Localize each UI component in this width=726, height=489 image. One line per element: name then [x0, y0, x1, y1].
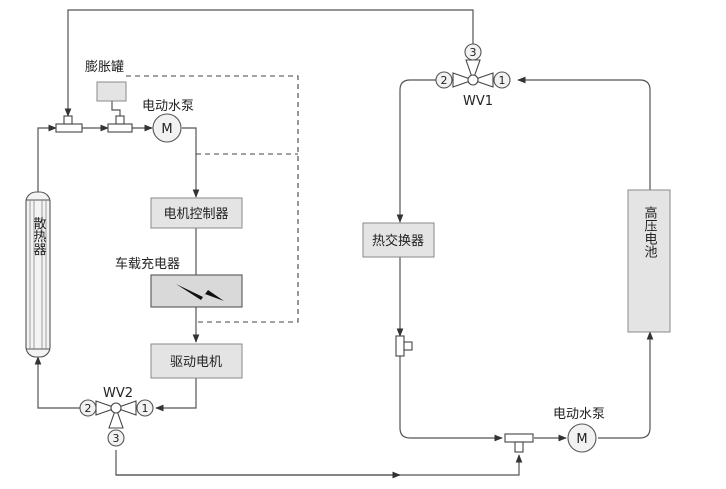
onboard-charger-label: 车载充电器 [115, 256, 180, 272]
vent-line-tank [126, 75, 299, 323]
pump-left-label: 电动水泵 [142, 99, 194, 114]
pump-right-label: 电动水泵 [553, 407, 605, 422]
pump-right [567, 423, 597, 453]
pipe-wv1-to-exchanger [396, 79, 437, 223]
radiator-label: 散热器 [31, 217, 47, 257]
motor-controller-box [150, 197, 243, 229]
pipe-wv2-to-right-tee [115, 450, 523, 476]
drive-motor-box [150, 343, 243, 379]
drive-motor-label: 驱动电机 [170, 355, 222, 370]
expansion-tank-label: 膨胀罐 [85, 60, 124, 75]
heat-exchanger-label: 热交换器 [372, 233, 424, 249]
wv1-label: WV1 [463, 94, 493, 109]
tee-expansion [107, 115, 133, 133]
hv-battery-label: 高压电池 [642, 205, 658, 258]
tee-left [55, 115, 83, 133]
heat-exchanger-box [362, 222, 435, 258]
pipe-radiator-to-tee [37, 124, 57, 192]
lightning-icon [176, 284, 224, 301]
radiator [25, 191, 51, 358]
pipe-pump-to-controller [182, 127, 200, 198]
wv2-port3: 3 [113, 432, 120, 445]
tee-side [395, 335, 413, 357]
tee-bottom [504, 433, 534, 453]
valve-wv2 [79, 399, 154, 447]
wv2-port2: 2 [85, 402, 92, 415]
pump-left-symbol: M [161, 122, 172, 137]
motor-controller-label: 电机控制器 [163, 207, 228, 222]
wv2-label: WV2 [103, 386, 133, 401]
pipe-pump-to-battery [598, 331, 654, 439]
wv2-port1: 1 [142, 402, 149, 415]
pipe-wv2-to-radiator [34, 356, 80, 409]
expansion-tank [96, 81, 127, 102]
pump-right-symbol: M [576, 432, 587, 447]
pipe-battery-to-wv1 [517, 76, 651, 190]
wv1-port3: 3 [470, 46, 477, 59]
pipe-tank-down [111, 100, 121, 118]
pipe-motor-to-wv2 [155, 378, 197, 412]
pump-left [152, 113, 182, 143]
valve-wv1 [435, 43, 511, 89]
wv1-port1: 1 [499, 74, 506, 87]
pipe-wv1-to-left-tee [64, 9, 474, 117]
hv-battery-box [627, 189, 671, 333]
onboard-charger-box [150, 274, 243, 308]
pipe-tee-to-bottom [399, 354, 503, 442]
wv1-port2: 2 [441, 74, 448, 87]
